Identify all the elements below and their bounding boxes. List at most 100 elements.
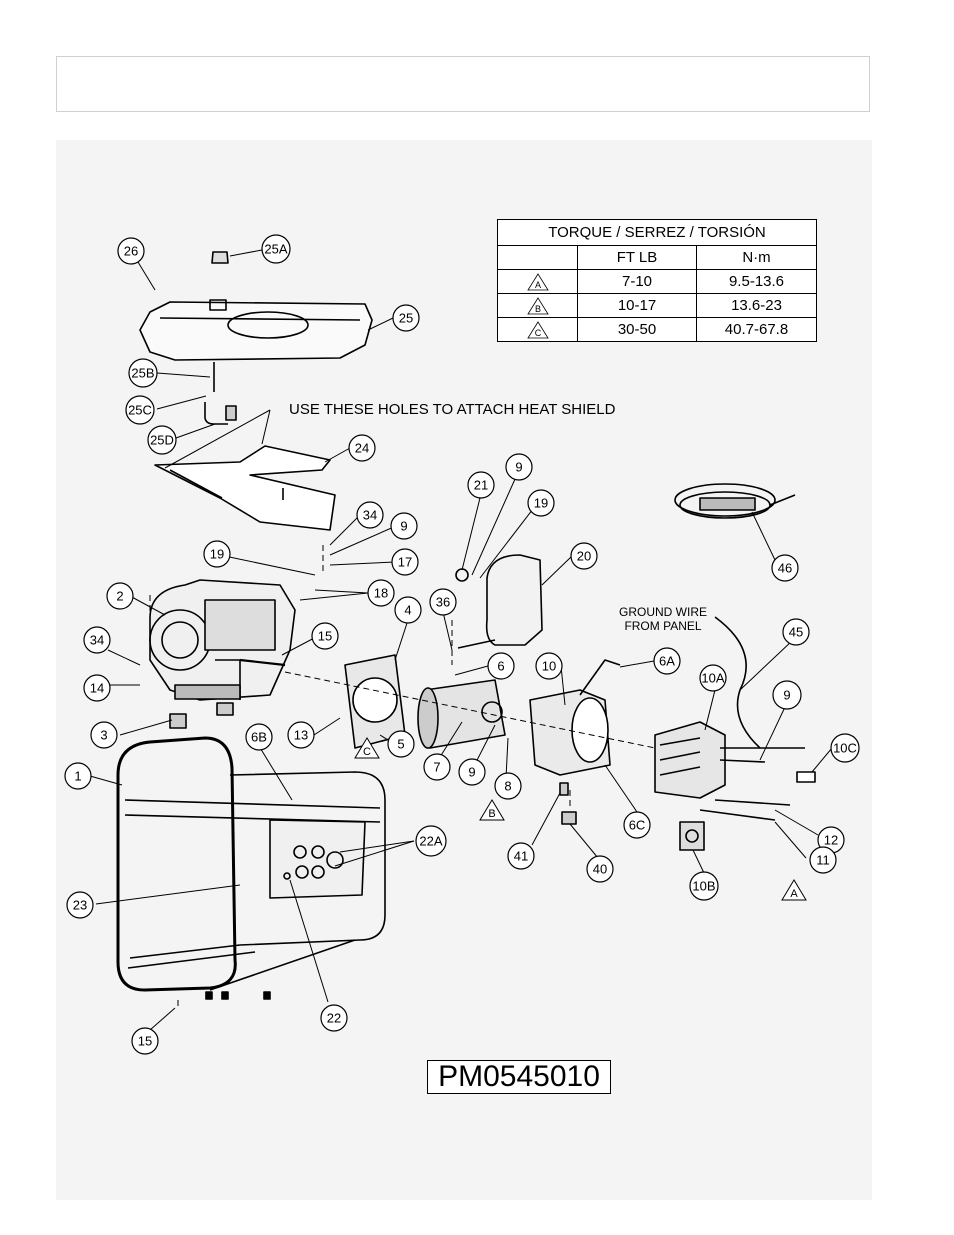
callout-label: 13 xyxy=(294,728,308,743)
control-panel xyxy=(269,819,366,899)
torque-table-title: TORQUE / SERREZ / TORSIÓN xyxy=(497,219,817,246)
callout-label: 18 xyxy=(374,586,388,601)
callout-circle xyxy=(66,891,94,919)
torque-col-blank xyxy=(497,245,578,270)
callout-circle xyxy=(423,753,451,781)
callout-circle xyxy=(507,842,535,870)
callout-label: 12 xyxy=(824,833,838,848)
callout-circle xyxy=(117,237,145,265)
callout-circle xyxy=(487,652,515,680)
callout-label: 25B xyxy=(131,366,154,381)
power-cord xyxy=(674,483,796,519)
callout-circle xyxy=(320,1004,348,1032)
callout-label: 41 xyxy=(514,849,528,864)
engine-mounts xyxy=(169,702,234,729)
ground-wire-note-2: FROM PANEL xyxy=(624,619,701,633)
torque-row-c: C 30-50 40.7-67.8 xyxy=(497,317,817,342)
callout-label: 10B xyxy=(692,879,715,894)
callout-circle xyxy=(203,540,231,568)
leader-lines xyxy=(89,249,833,1031)
callout-label: 10A xyxy=(701,671,724,686)
label-10c xyxy=(796,771,816,783)
callout-label: 45 xyxy=(789,625,803,640)
adapter-housing xyxy=(344,654,406,749)
ground-terminal-plate xyxy=(679,821,705,851)
torque-row-b: B 10-17 13.6-23 xyxy=(497,293,817,318)
callout-label: 25A xyxy=(264,242,287,257)
stator xyxy=(529,659,621,825)
frame-feet xyxy=(205,991,271,1000)
callout-circle xyxy=(64,762,92,790)
callout-circle xyxy=(387,730,415,758)
callout-circle xyxy=(830,733,860,763)
svg-text:C: C xyxy=(534,328,541,338)
end-cover xyxy=(654,721,726,799)
torque-nm-value: 40.7-67.8 xyxy=(696,317,817,342)
header-box xyxy=(56,56,870,112)
callout-circle xyxy=(356,501,384,529)
frame xyxy=(116,736,386,992)
callout-label: 3 xyxy=(100,728,107,743)
torque-nm-value: 13.6-23 xyxy=(696,293,817,318)
callout-label: 6A xyxy=(659,654,675,669)
callout-label: 6 xyxy=(497,659,504,674)
callout-circle xyxy=(106,582,134,610)
callout-circle xyxy=(772,680,802,710)
callout-circle xyxy=(83,674,111,702)
callout-label: 6C xyxy=(629,818,646,833)
callout-label: 10C xyxy=(833,741,857,756)
callout-circle xyxy=(245,723,273,751)
assembly-axes xyxy=(149,545,656,1010)
through-bolts xyxy=(699,747,805,821)
torque-ftlb-value: 10-17 xyxy=(577,293,697,318)
callout-circle xyxy=(391,548,419,576)
torque-nm-value: 9.5-13.6 xyxy=(696,269,817,294)
callout-label: 15 xyxy=(318,629,332,644)
callout-label: 46 xyxy=(778,561,792,576)
air-cleaner xyxy=(455,554,543,649)
callout-circle xyxy=(623,811,651,839)
callout-circle xyxy=(367,579,395,607)
torque-ftlb-value: 30-50 xyxy=(577,317,697,342)
callout-circle xyxy=(458,758,486,786)
callout-label: 8 xyxy=(504,779,511,794)
model-id-label: PM0545010 xyxy=(427,1060,611,1094)
rotor xyxy=(417,679,506,749)
callout-circle xyxy=(125,395,155,425)
drawing-torque-marks xyxy=(354,737,807,901)
callout-circle xyxy=(527,489,555,517)
callout-circle xyxy=(390,512,418,540)
callout-circle xyxy=(311,622,339,650)
callout-label: 10 xyxy=(542,659,556,674)
callout-label: 25 xyxy=(399,311,413,326)
callout-label: 22 xyxy=(327,1011,341,1026)
callout-circle xyxy=(771,554,799,582)
callout-circle xyxy=(83,626,111,654)
heat-shield-note: USE THESE HOLES TO ATTACH HEAT SHIELD xyxy=(289,401,616,418)
callout-circle xyxy=(809,846,837,874)
callout-circle xyxy=(415,825,447,857)
callout-label: 19 xyxy=(534,496,548,511)
callout-label: 1 xyxy=(74,769,81,784)
svg-text:A: A xyxy=(534,280,540,290)
callout-circle xyxy=(689,871,719,901)
torque-table: TORQUE / SERREZ / TORSIÓN FT LB N·m A 7-… xyxy=(497,219,817,342)
callout-circle xyxy=(394,596,422,624)
callout-circle xyxy=(653,647,681,675)
callout-label: 23 xyxy=(73,898,87,913)
callout-label: 34 xyxy=(363,508,377,523)
callout-label: 9 xyxy=(400,519,407,534)
triangle-icon: A xyxy=(526,272,549,290)
callout-circle xyxy=(392,304,420,332)
drawing-torque-letters: C B A xyxy=(363,746,798,900)
svg-text:B: B xyxy=(534,304,540,314)
callout-circle xyxy=(505,453,533,481)
callout-label: 4 xyxy=(404,603,411,618)
callout-label: 2 xyxy=(116,589,123,604)
callout-circle xyxy=(494,772,522,800)
heat-shield xyxy=(154,445,336,531)
callout-circle xyxy=(570,542,598,570)
callout-label: 17 xyxy=(398,555,412,570)
